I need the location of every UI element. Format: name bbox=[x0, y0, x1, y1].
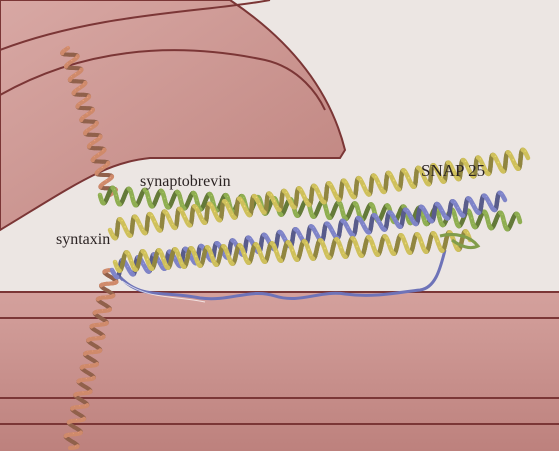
syntaxin-label: syntaxin bbox=[56, 232, 110, 248]
synaptobrevin-label: synaptobrevin bbox=[140, 174, 231, 190]
snap25-label: SNAP 25 bbox=[421, 162, 485, 179]
